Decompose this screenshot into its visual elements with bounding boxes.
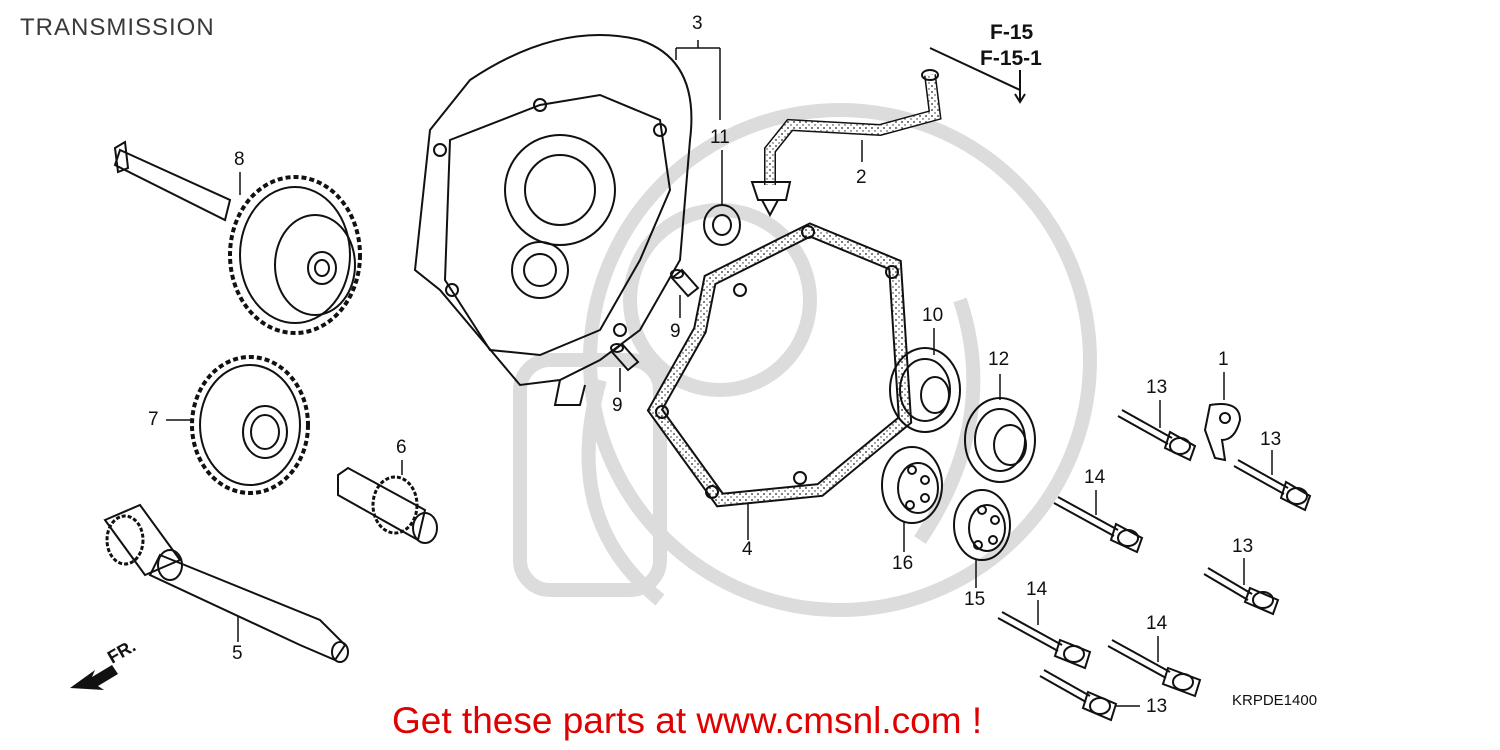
front-direction-arrow: FR.: [70, 636, 139, 690]
dowel-pin: [670, 268, 700, 298]
callout-label: 13: [1146, 377, 1168, 398]
bolt-14: [1053, 496, 1144, 554]
promo-banner[interactable]: Get these parts at www.cmsnl.com !: [392, 700, 983, 741]
callout-label: 16: [892, 553, 914, 574]
main-shaft: [103, 503, 349, 663]
callout-label: 10: [922, 305, 944, 326]
final-shaft: [113, 140, 362, 335]
callout-label: 9: [670, 321, 681, 342]
hose-clip: [1203, 403, 1242, 462]
reference-f15-1[interactable]: F-15-1: [980, 47, 1042, 70]
page-title: TRANSMISSION: [20, 14, 215, 41]
bearing-10: [889, 347, 961, 433]
callout-label: 11: [710, 127, 730, 148]
bolt-14: [997, 611, 1092, 670]
callout-label: 6: [396, 437, 407, 458]
pinion-gear: [337, 466, 438, 544]
front-arrow-label: FR.: [104, 636, 139, 668]
callout-label: 3: [692, 13, 703, 34]
callout-label: 13: [1232, 536, 1254, 557]
leader-lines: [166, 40, 1273, 707]
bolt-13: [1203, 567, 1280, 616]
callout-label: 8: [234, 149, 245, 170]
oil-seal-12: [964, 397, 1036, 483]
callout-label: 13: [1260, 429, 1282, 450]
callout-label: 14: [1084, 467, 1106, 488]
bolt-13: [1117, 409, 1197, 462]
bearing-15: [953, 489, 1011, 561]
callout-label: 15: [964, 589, 986, 610]
breather-tube: [750, 47, 1026, 218]
callout-label: 7: [148, 409, 159, 430]
callout-label: 2: [856, 167, 867, 188]
callout-label: 14: [1026, 579, 1048, 600]
callout-label: 13: [1146, 696, 1168, 717]
callout-label: 5: [232, 643, 243, 664]
bolt-13: [1039, 669, 1118, 722]
dowel-pin: [610, 342, 640, 372]
counter-gear: [190, 355, 310, 495]
bearing-16: [881, 446, 943, 524]
bolt-14: [1107, 639, 1202, 698]
callout-label: 4: [742, 539, 753, 560]
callout-label: 14: [1146, 613, 1168, 634]
cover-gasket: [646, 222, 913, 508]
bolt-13: [1233, 459, 1312, 512]
callout-label: 9: [612, 395, 623, 416]
callout-label: 12: [988, 349, 1010, 370]
transmission-cover: [413, 34, 693, 406]
diagram-code: KRPDE1400: [1232, 692, 1318, 709]
reference-f15[interactable]: F-15: [990, 21, 1034, 44]
callout-label: 1: [1218, 349, 1229, 370]
